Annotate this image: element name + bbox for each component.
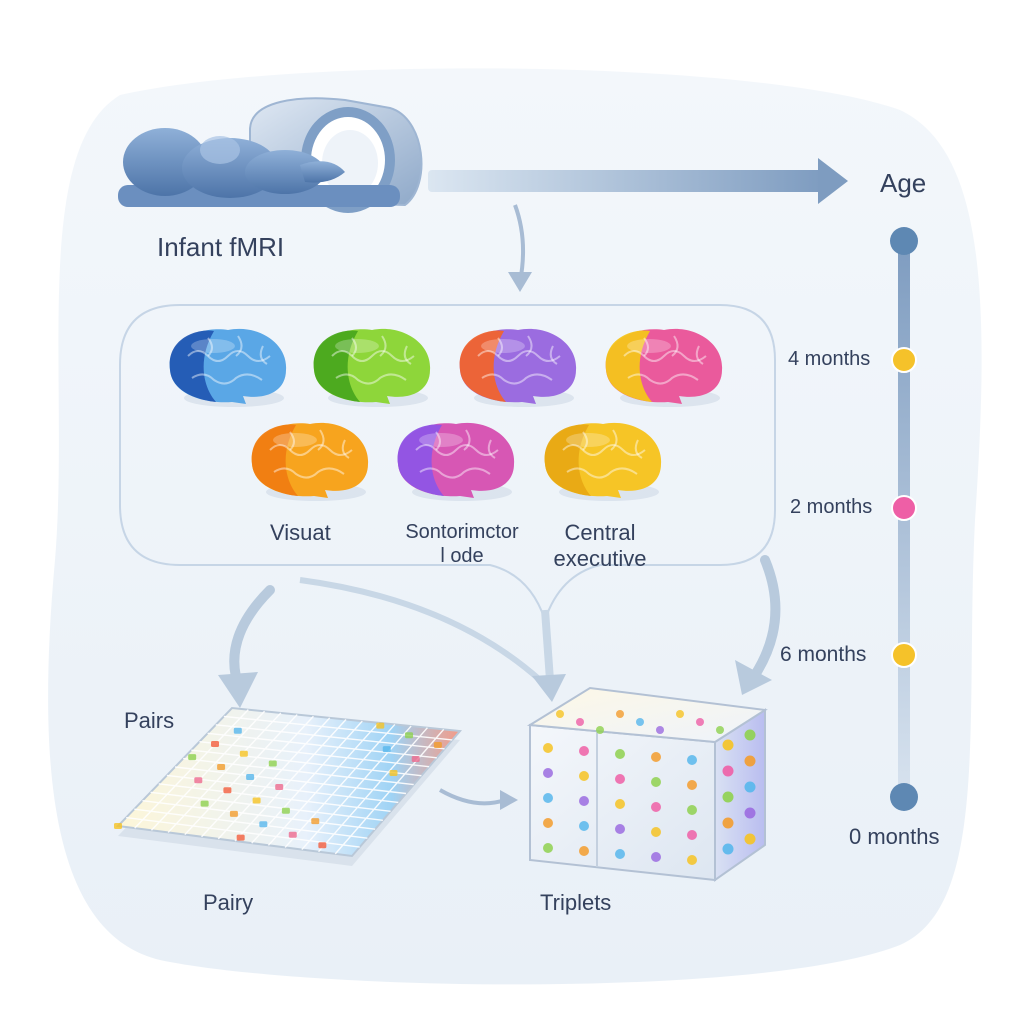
- arrowhead-pairs: [218, 672, 258, 708]
- timeline-dot-1: [891, 495, 917, 521]
- pairs-top-label: Pairs: [124, 708, 175, 733]
- timeline-dot-0: [891, 347, 917, 373]
- age-timeline: [890, 227, 918, 811]
- mri-scanner-icon: [249, 97, 423, 213]
- brain-icon-row2-2: [544, 422, 662, 501]
- timeline-dot-2: [891, 642, 917, 668]
- triplets-cube: [526, 686, 768, 882]
- brain-icon-row2-0: [251, 422, 369, 501]
- brain-icon-row2-1: [397, 422, 515, 501]
- timeline-label-2: 6 months: [780, 643, 867, 666]
- timeline-label-1: 2 months: [790, 496, 873, 518]
- arrowhead-triplets-mid: [532, 674, 566, 702]
- network-label-sensorimotor-line2: l ode: [440, 545, 484, 567]
- arrow-networks-to-triplets-mid: [541, 609, 554, 681]
- network-label-central-executive: Central executive: [540, 520, 660, 572]
- arrow-networks-to-triplets-left: [299, 577, 542, 683]
- arrowhead-right-triplets: [735, 660, 772, 695]
- arrow-to-age: [428, 158, 848, 204]
- network-label-sensorimotor: Sontorimctor l ode: [392, 520, 532, 568]
- infant-fmri-label: Infant fMRI: [157, 232, 285, 262]
- timeline-end-top: [890, 227, 918, 255]
- age-label: Age: [880, 168, 927, 198]
- brain-icon-row1-0: [169, 328, 287, 407]
- network-label-visual: Visuat: [270, 520, 331, 545]
- brain-icon-row1-1: [313, 328, 431, 407]
- timeline-label-0: 4 months: [788, 348, 871, 370]
- triplets-label: Triplets: [540, 890, 612, 915]
- network-label-sensorimotor-line1: Sontorimctor: [405, 521, 519, 543]
- pairs-bottom-label: Pairy: [203, 890, 254, 915]
- pairs-matrix: [114, 706, 463, 866]
- arrowhead-pairs-triplets: [500, 790, 518, 810]
- brain-icon-row1-2: [459, 328, 577, 407]
- arrow-right-to-triplets: [750, 555, 781, 680]
- timeline-end-bottom: [890, 783, 918, 811]
- infant-icon: [118, 128, 400, 207]
- arrowhead-scanner: [508, 272, 532, 292]
- arrow-pairs-to-triplets: [439, 788, 506, 806]
- brain-icon-row1-3: [605, 328, 723, 407]
- timeline-label-3: 0 months: [849, 824, 940, 849]
- network-label-central-line2: executive: [553, 546, 647, 571]
- network-label-central-line1: Central: [564, 520, 636, 545]
